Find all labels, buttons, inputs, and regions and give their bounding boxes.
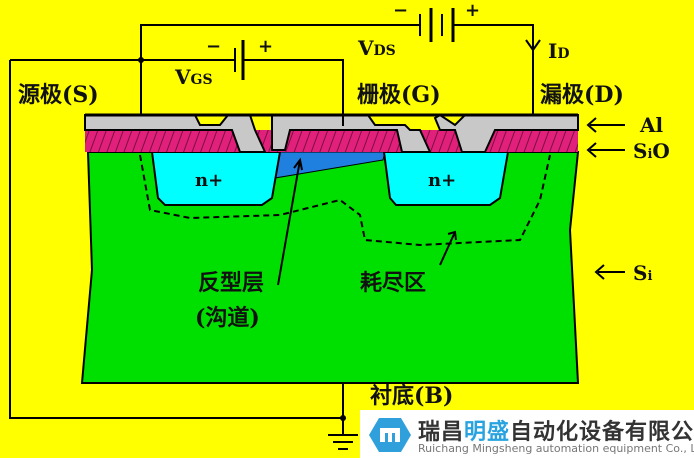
gate-label: 栅极(G) xyxy=(357,82,441,108)
inversion-layer-label: 反型层 xyxy=(198,270,264,296)
vgs-minus: − xyxy=(206,36,221,57)
aluminum-layer xyxy=(84,113,579,153)
current-arrow-icon xyxy=(525,39,541,52)
company-name-highlight: 明盛 xyxy=(464,420,511,445)
arrow-icon xyxy=(439,231,456,266)
company-name-part: 瑞昌 xyxy=(418,420,465,445)
vds-minus: − xyxy=(393,0,408,21)
depletion-label: 耗尽区 xyxy=(360,270,426,296)
depletion-boundary xyxy=(139,154,551,247)
source-label: 源极(S) xyxy=(18,82,99,108)
vds-label: VDS xyxy=(357,36,396,60)
junction-node xyxy=(340,415,346,421)
watermark: 瑞昌明盛自动化设备有限公司 Ruichang Mingsheng automat… xyxy=(360,410,694,458)
drain-label: 漏极(D) xyxy=(540,82,624,108)
id-label: ID xyxy=(548,39,570,63)
n-plus-source-label: n+ xyxy=(195,170,223,191)
company-name: 瑞昌明盛自动化设备有限公司 xyxy=(418,414,694,446)
channel-label: (沟道) xyxy=(195,305,260,331)
al-label: Al xyxy=(639,113,664,137)
company-subtitle: Ruichang Mingsheng automation equipment … xyxy=(418,442,694,455)
company-logo-icon xyxy=(369,418,411,452)
circuit-wires xyxy=(9,8,625,450)
arrow-icon xyxy=(277,159,301,286)
junction-node xyxy=(138,57,144,63)
vds-plus: + xyxy=(465,0,480,21)
vgs-label: VGS xyxy=(174,65,213,89)
sio2-layer xyxy=(85,130,578,152)
si-label: Si xyxy=(633,261,652,285)
substrate-label: 衬底(B) xyxy=(370,383,453,409)
n-plus-drain-label: n+ xyxy=(428,170,456,191)
vgs-plus: + xyxy=(258,36,273,57)
sio-label: SiO xyxy=(633,139,670,163)
company-name-part: 自动化设备有限公司 xyxy=(510,420,694,445)
